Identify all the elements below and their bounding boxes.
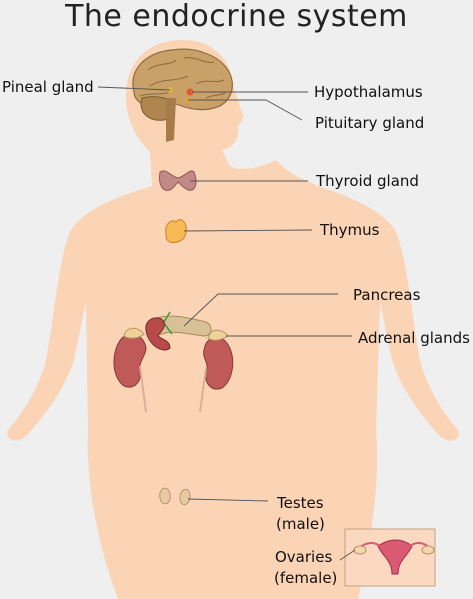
- right-ovary: [421, 545, 435, 555]
- brainstem: [166, 98, 176, 142]
- ovaries-label: Ovaries: [275, 548, 333, 566]
- testes-leader: [187, 498, 269, 502]
- testes-sublabel: (male): [276, 515, 325, 533]
- brain-folds: [139, 57, 227, 99]
- left-adrenal: [123, 327, 145, 339]
- duodenum: [145, 317, 171, 351]
- hypothalamus-marker: [186, 88, 194, 96]
- right-kidney: [203, 336, 234, 390]
- right-testis: [179, 489, 191, 505]
- thymus-leader: [183, 229, 313, 232]
- left-ovary: [353, 545, 367, 555]
- left-testis: [159, 487, 171, 505]
- testes-label: Testes: [277, 494, 324, 512]
- pituitary-gland-label: Pituitary gland: [315, 114, 425, 132]
- hypothalamus-label: Hypothalamus: [314, 83, 423, 101]
- pineal-gland-label: Pineal gland: [2, 78, 94, 96]
- thyroid-gland: [159, 170, 197, 191]
- pancreas-leader: [183, 293, 338, 327]
- adrenal-glands-label: Adrenal glands: [358, 329, 470, 347]
- pancreas-label: Pancreas: [353, 286, 421, 304]
- page-title: The endocrine system: [65, 0, 408, 34]
- thymus-label: Thymus: [320, 221, 380, 239]
- thyroid-gland-label: Thyroid gland: [316, 172, 419, 190]
- left-ureter: [139, 365, 147, 413]
- thymus: [165, 219, 187, 243]
- ovaries-leader: [339, 549, 356, 561]
- uterus: [377, 539, 413, 575]
- pituitary-leader: [188, 99, 303, 121]
- ovaries-sublabel: (female): [274, 569, 338, 587]
- leader-lines: [97, 86, 356, 561]
- pineal-leader: [97, 86, 171, 91]
- right-ureter: [199, 367, 207, 413]
- body-silhouette: [7, 40, 459, 599]
